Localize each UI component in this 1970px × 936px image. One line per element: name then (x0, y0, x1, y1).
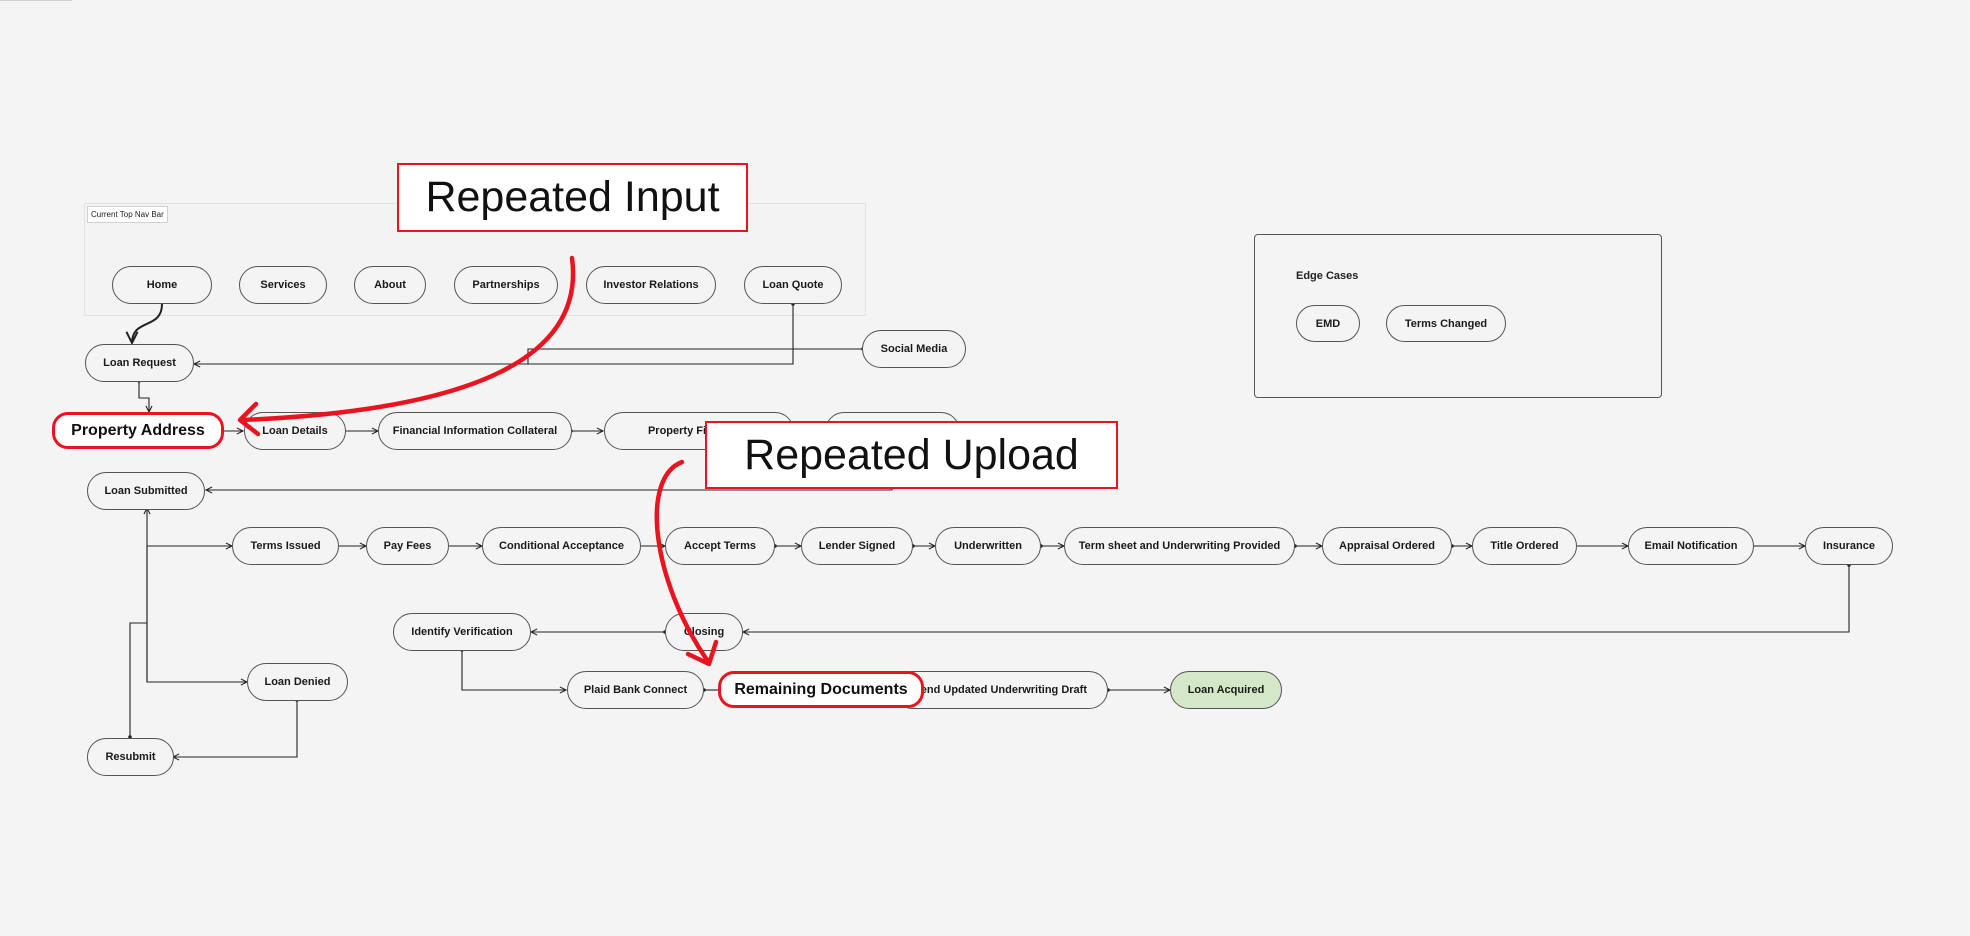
node-pay-fees[interactable]: Pay Fees (366, 527, 449, 565)
node-social-media[interactable]: Social Media (862, 330, 966, 368)
node-loan-submitted[interactable]: Loan Submitted (87, 472, 205, 510)
node-loan-request[interactable]: Loan Request (85, 344, 194, 382)
wire-home-loan-request (132, 303, 163, 343)
edge-cases-title: Edge Cases (1296, 270, 1359, 282)
wire-trunk-loan-denied (146, 546, 247, 682)
callout-property-address[interactable]: Property Address (52, 412, 224, 449)
nav-home[interactable]: Home (112, 266, 212, 304)
node-appraisal-ordered[interactable]: Appraisal Ordered (1322, 527, 1452, 565)
edge-case-emd[interactable]: EMD (1296, 305, 1360, 342)
wire-loan-denied-resubmit (173, 700, 297, 757)
wire-insurance-closing (743, 565, 1849, 632)
annotation-arrow-upload-head (685, 639, 719, 667)
node-identify-verification[interactable]: Identify Verification (393, 613, 531, 651)
wire-identify-plaid (462, 650, 566, 690)
node-email-notification[interactable]: Email Notification (1628, 527, 1754, 565)
node-accept-terms[interactable]: Accept Terms (665, 527, 775, 565)
wire-resubmit-trunk (128, 622, 147, 739)
node-closing[interactable]: Closing (665, 613, 743, 651)
node-loan-denied[interactable]: Loan Denied (247, 663, 348, 701)
annotation-arrow-upload (654, 459, 710, 663)
callout-remaining-documents[interactable]: Remaining Documents (718, 671, 924, 708)
node-lender-signed[interactable]: Lender Signed (801, 527, 913, 565)
node-title-ordered[interactable]: Title Ordered (1472, 527, 1577, 565)
wire-loan-request-property (139, 381, 149, 412)
nav-partnerships[interactable]: Partnerships (454, 266, 558, 304)
annotation-arrow-input (239, 255, 576, 423)
annotation-repeated-upload: Repeated Upload (705, 421, 1118, 489)
node-financial-information-collateral[interactable]: Financial Information Collateral (378, 412, 572, 450)
nav-loan-quote[interactable]: Loan Quote (744, 266, 842, 304)
node-resubmit[interactable]: Resubmit (87, 738, 174, 776)
node-plaid-bank-connect[interactable]: Plaid Bank Connect (567, 671, 704, 709)
canvas-top-rule (0, 0, 72, 1)
node-terms-issued[interactable]: Terms Issued (232, 527, 339, 565)
top-nav-frame-label: Current Top Nav Bar (87, 206, 168, 223)
nav-investor-relations[interactable]: Investor Relations (586, 266, 716, 304)
node-term-sheet[interactable]: Term sheet and Underwriting Provided (1064, 527, 1295, 565)
edge-case-terms-changed[interactable]: Terms Changed (1386, 305, 1506, 342)
node-underwritten[interactable]: Underwritten (935, 527, 1041, 565)
wire-loan-quote-loan-request (194, 304, 793, 364)
node-insurance[interactable]: Insurance (1805, 527, 1893, 565)
annotation-repeated-input: Repeated Input (397, 163, 748, 232)
node-conditional-acceptance[interactable]: Conditional Acceptance (482, 527, 641, 565)
node-loan-acquired[interactable]: Loan Acquired (1170, 671, 1282, 709)
annotation-arrow-input-head (237, 401, 261, 437)
wire-social-media (527, 347, 865, 364)
nav-about[interactable]: About (354, 266, 426, 304)
nav-services[interactable]: Services (239, 266, 327, 304)
